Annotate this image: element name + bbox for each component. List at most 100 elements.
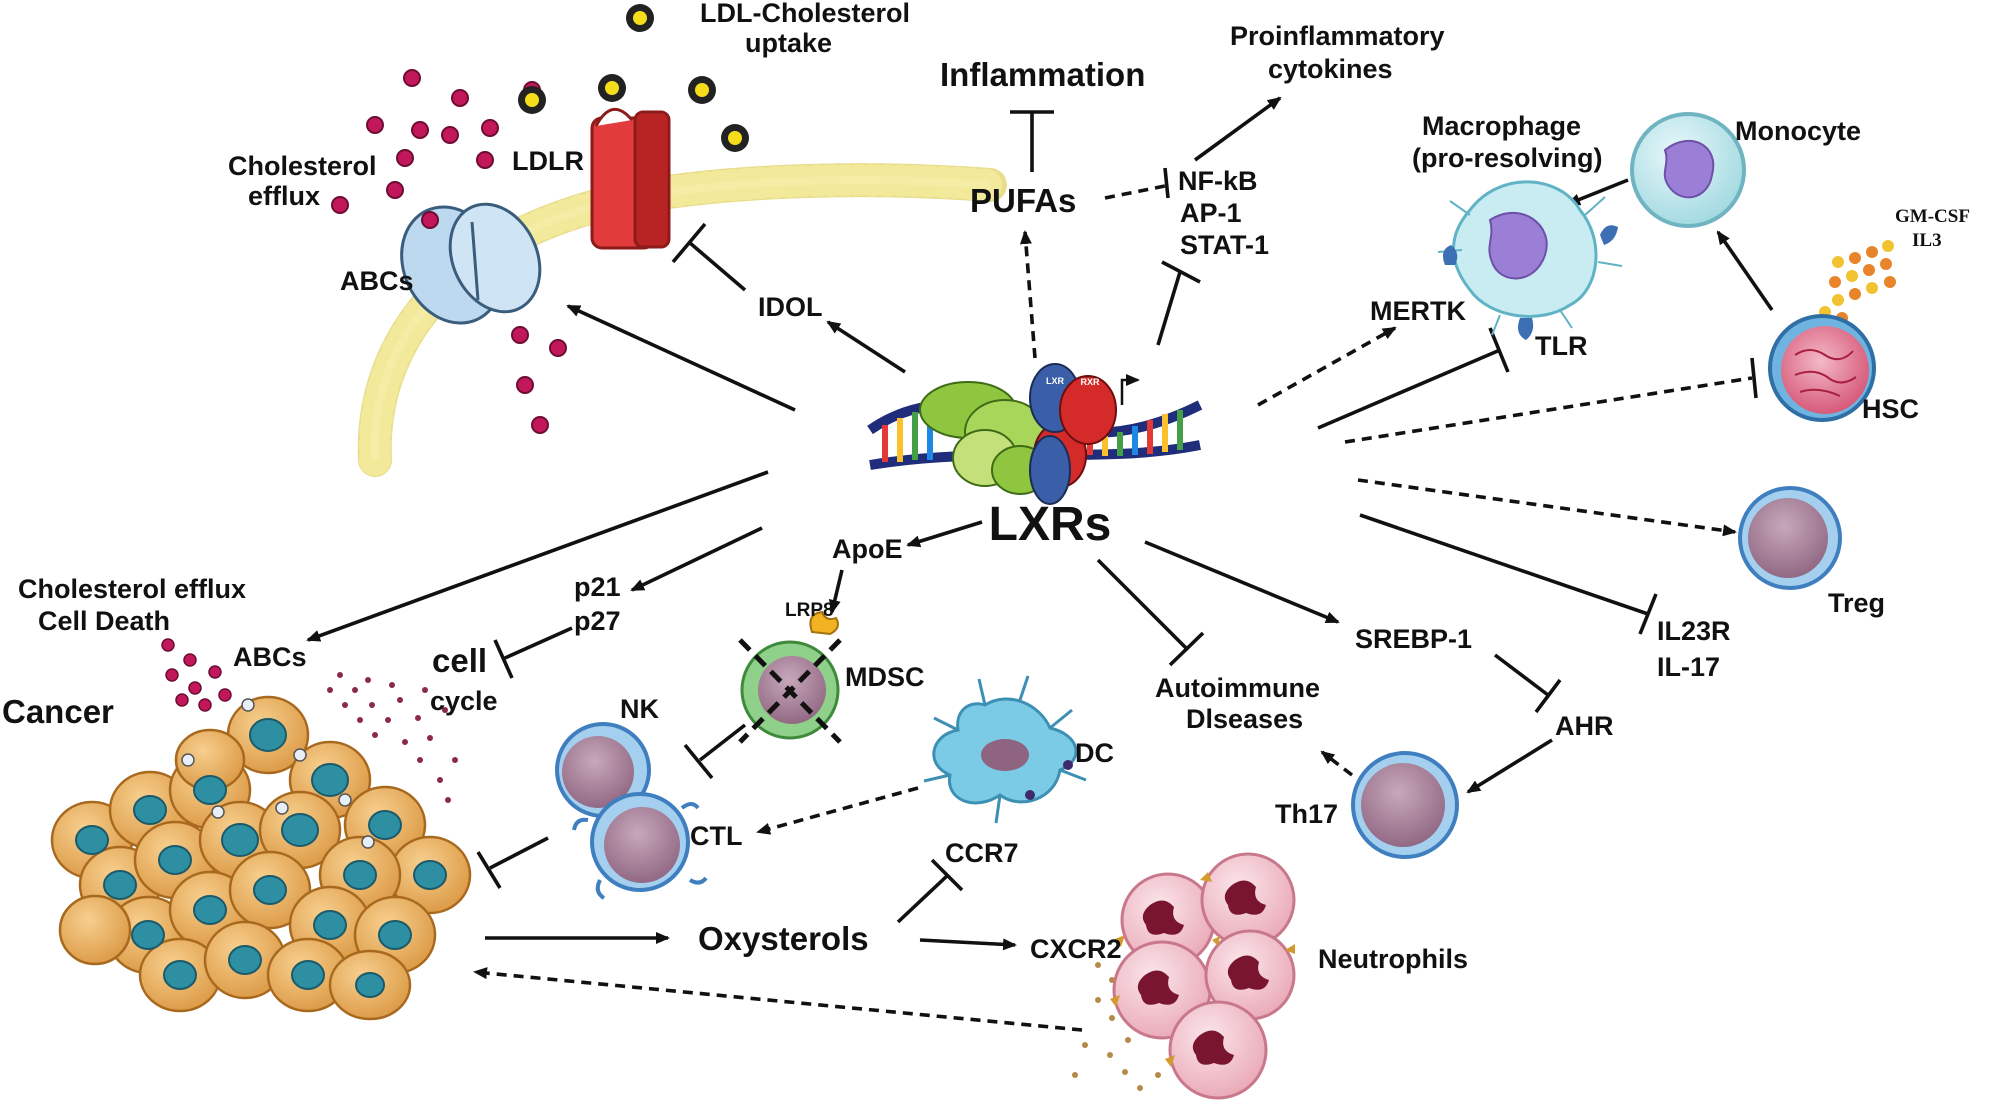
- p21-label: p21: [574, 572, 621, 602]
- edge-srebp1-inhibits-ahr: [1493, 653, 1562, 714]
- gmcsf-label: GM-CSF: [1895, 206, 1970, 227]
- il3-label: IL3: [1912, 230, 1942, 251]
- ldl-uptake-label-line2: uptake: [745, 28, 832, 58]
- edge-lxr-inhibits-nfkb: [1156, 260, 1201, 346]
- cancer-label: Cancer: [2, 693, 114, 730]
- edge-lxr-abcs-cancer: [306, 470, 769, 642]
- treg-cell: [1738, 486, 1842, 590]
- edge-lxr-mertk: [1257, 326, 1397, 407]
- cell-cycle-label-line2: cycle: [430, 686, 498, 716]
- edge-apoe-lrp8: [828, 569, 844, 614]
- edge-nfkb-proinflammatory: [1193, 96, 1282, 162]
- edge-hsc-monocyte: [1716, 230, 1774, 312]
- cancer-secreted-particles: [327, 672, 458, 803]
- edge-p21-inhibits-cellcycle: [493, 626, 573, 679]
- ctl-label: CTL: [690, 821, 742, 851]
- edge-lxr-srebp1: [1144, 540, 1340, 624]
- th17-label: Th17: [1275, 799, 1338, 829]
- pufas-label: PUFAs: [970, 182, 1076, 219]
- edge-lxr-apoe: [906, 520, 983, 548]
- edge-pufas-inhibits-inflammation: [1010, 110, 1054, 172]
- edge-lxr-inhibits-autoimmune: [1096, 558, 1205, 667]
- oxysterols-label: Oxysterols: [698, 920, 869, 957]
- nfkb-label: NF-kB: [1178, 166, 1258, 196]
- abcs-transporter-top: [400, 202, 542, 325]
- edge-ctl-inhibits-cancer: [476, 836, 549, 889]
- nk-label: NK: [620, 694, 659, 724]
- edge-lxr-abcs-top: [566, 304, 796, 412]
- lrp8-label: LRP8: [785, 600, 834, 621]
- stat1-label: STAT-1: [1180, 230, 1269, 260]
- lxr-subunit-label: LXR: [1046, 376, 1065, 386]
- cell-cycle-label-line1: cell: [432, 642, 487, 679]
- inflammation-label: Inflammation: [940, 56, 1145, 93]
- edge-ahr-th17: [1466, 738, 1553, 794]
- gm-csf-il3-particles: [1819, 240, 1896, 324]
- edge-th17-autoimmune: [1320, 750, 1354, 777]
- ccr7-label: CCR7: [945, 838, 1019, 868]
- cxcr2-label: CXCR2: [1030, 934, 1122, 964]
- edge-oxysterols-cxcr2: [919, 938, 1017, 951]
- ldl-particles: [518, 4, 749, 152]
- edge-dc-ctl: [756, 786, 919, 835]
- autoimmune-label-line2: Dlseases: [1186, 704, 1303, 734]
- cancer-efflux-label-line2: Cell Death: [38, 606, 170, 636]
- th17-cell: [1351, 751, 1459, 859]
- neutrophil-cells: [1110, 852, 1296, 1100]
- cancer-cell-cluster: [50, 695, 472, 1021]
- ctl-cell: [572, 792, 708, 900]
- ldlr-label: LDLR: [512, 146, 584, 176]
- abcs-cancer-label: ABCs: [233, 642, 307, 672]
- macrophage-label-line2: (pro-resolving): [1412, 143, 1603, 173]
- cholesterol-efflux-label-line1: Cholesterol: [228, 151, 377, 181]
- neutrophils-label: Neutrophils: [1318, 944, 1468, 974]
- mertk-label: MERTK: [1370, 296, 1466, 326]
- macrophage-cell: [1437, 180, 1623, 340]
- edge-lxr-p21: [630, 526, 763, 592]
- ap1-label: AP-1: [1180, 198, 1242, 228]
- hsc-label: HSC: [1862, 394, 1919, 424]
- srebp1-label: SREBP-1: [1355, 624, 1472, 654]
- tlr-label: TLR: [1535, 331, 1587, 361]
- edge-idol-inhibits-ldlr: [671, 222, 747, 292]
- lrp8-receptor: [809, 610, 839, 636]
- neutrophil-secreted-particles: [1072, 962, 1161, 1091]
- mdsc-cell: [738, 638, 842, 744]
- ahr-label: AHR: [1555, 711, 1614, 741]
- abcs-label-top: ABCs: [340, 266, 414, 296]
- edge-pufas-inhibits-nfkb: [1104, 167, 1170, 200]
- monocyte-cell: [1630, 112, 1746, 228]
- p27-label: p27: [574, 606, 621, 636]
- edge-lxr-treg: [1357, 478, 1737, 537]
- edge-lxr-inhibits-il23r: [1359, 513, 1658, 635]
- edge-oxysterols-inhibits-ccr7: [896, 858, 964, 924]
- edge-lxr-inhibits-hsc: [1344, 357, 1758, 444]
- proinflammatory-label-line1: Proinflammatory: [1230, 21, 1445, 51]
- cholesterol-efflux-label-line2: efflux: [248, 181, 320, 211]
- cancer-efflux-label-line1: Cholesterol efflux: [18, 574, 246, 604]
- ldl-uptake-label-line1: LDL-Cholesterol: [700, 0, 910, 28]
- dc-label: DC: [1075, 738, 1114, 768]
- edge-lxr-idol: [826, 320, 906, 374]
- lxr-rxr-complex: [919, 363, 1140, 505]
- il17-label: IL-17: [1657, 652, 1720, 682]
- hsc-cell: [1768, 314, 1876, 422]
- il23r-label: IL23R: [1657, 616, 1731, 646]
- edge-lxr-pufas: [1019, 230, 1037, 359]
- macrophage-label-line1: Macrophage: [1422, 111, 1581, 141]
- autoimmune-label-line1: Autoimmune: [1155, 673, 1320, 703]
- lxrs-title: LXRs: [989, 498, 1112, 551]
- cholesterol-molecules: [331, 69, 567, 434]
- edge-mdsc-inhibits-ctl: [683, 723, 747, 780]
- mdsc-label: MDSC: [845, 662, 925, 692]
- edge-neutrophils-cancer: [473, 967, 1083, 1032]
- cancer-efflux-dots: [161, 638, 232, 712]
- ldlr-receptor: [590, 108, 671, 250]
- apoe-label: ApoE: [832, 534, 903, 564]
- edges: [306, 96, 1774, 1032]
- monocyte-label: Monocyte: [1735, 116, 1861, 146]
- rxr-subunit-label: RXR: [1080, 377, 1100, 387]
- dc-cell: [923, 675, 1087, 824]
- treg-label: Treg: [1828, 588, 1885, 618]
